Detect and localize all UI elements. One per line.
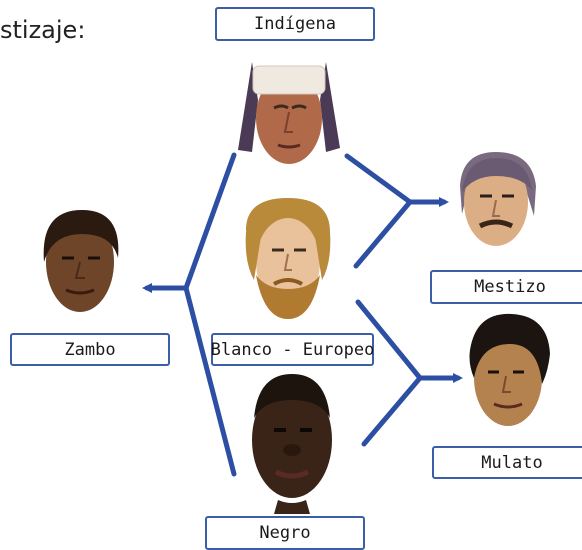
label-zambo: Zambo: [10, 333, 170, 366]
arrow-blanco-to-mestizo-junction: [353, 199, 413, 269]
label-negro: Negro: [205, 516, 365, 550]
indigena-face: [238, 62, 340, 164]
section-heading: stizaje:: [0, 16, 86, 44]
arrow-left-lower-branch: [183, 285, 237, 477]
zambo-face: [43, 210, 119, 312]
arrow-left-upper-branch: [183, 152, 237, 291]
label-mestizo: Mestizo: [430, 270, 582, 304]
label-blanco-europeo: Blanco - Europeo: [211, 333, 374, 366]
label-mulato: Mulato: [432, 446, 582, 479]
label-indigena: Indígena: [215, 7, 375, 41]
arrow-indigena-to-junction: [344, 153, 413, 205]
mestizo-face: [460, 152, 536, 246]
arrows: [142, 152, 463, 477]
arrow-negro-to-mulato-junction: [361, 375, 423, 447]
blanco-face: [245, 198, 331, 319]
negro-face: [252, 374, 332, 514]
mulato-face: [469, 313, 550, 426]
arrow-blanco-to-mulato-junction: [355, 299, 423, 381]
